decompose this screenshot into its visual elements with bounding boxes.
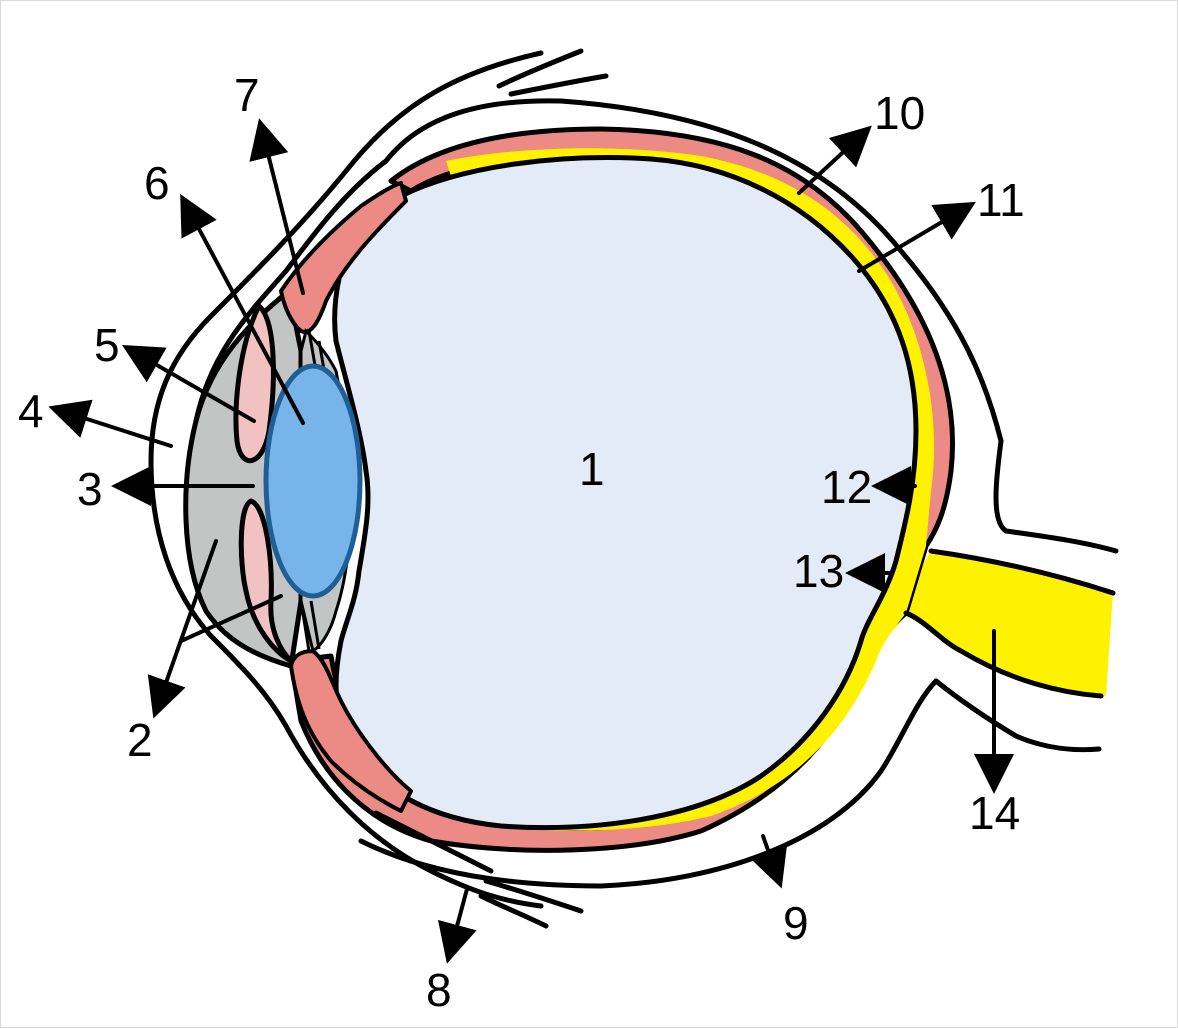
leader-11 bbox=[857, 201, 976, 273]
cornea-inner-line bbox=[193, 158, 389, 424]
leader-4 bbox=[48, 399, 173, 448]
label-2: 2 bbox=[127, 714, 153, 766]
leader-5 bbox=[122, 345, 256, 423]
leader-lines bbox=[48, 118, 1014, 964]
label-10: 10 bbox=[874, 87, 925, 139]
label-6: 6 bbox=[144, 157, 170, 209]
optic-nerve-outline-top bbox=[928, 548, 1116, 596]
eyelid-line-bottom-2 bbox=[483, 878, 584, 914]
sheath-upper-line bbox=[993, 438, 1119, 554]
sclera-lower-line bbox=[358, 678, 939, 889]
label-5: 5 bbox=[94, 319, 120, 371]
optic-nerve bbox=[871, 551, 1113, 696]
leader-10 bbox=[797, 125, 872, 195]
label-13: 13 bbox=[793, 545, 844, 597]
cornea-outer-line bbox=[148, 50, 544, 909]
leader-8 bbox=[437, 887, 477, 964]
eyelid-line-top-1 bbox=[496, 48, 584, 89]
leader-2 bbox=[147, 539, 218, 719]
iris-lower bbox=[238, 498, 293, 664]
label-12: 12 bbox=[821, 461, 872, 513]
label-4: 4 bbox=[18, 385, 44, 437]
label-11: 11 bbox=[977, 174, 1025, 226]
leader-2b bbox=[179, 594, 283, 643]
eyelid-line-bottom-1 bbox=[373, 810, 494, 874]
label-3: 3 bbox=[77, 463, 103, 515]
lens bbox=[263, 363, 363, 599]
label-7: 7 bbox=[234, 69, 260, 121]
ciliary-body-upper bbox=[279, 181, 408, 334]
leader-7 bbox=[249, 118, 305, 295]
label-9: 9 bbox=[783, 897, 809, 949]
leader-6 bbox=[180, 193, 305, 425]
sheath-lower-line bbox=[933, 678, 1102, 753]
eyelid-line-bottom-3 bbox=[478, 893, 549, 929]
label-1: 1 bbox=[579, 443, 605, 495]
iris-upper bbox=[233, 301, 276, 464]
label-8: 8 bbox=[426, 964, 452, 1016]
label-14: 14 bbox=[969, 787, 1020, 839]
optic-nerve-outline-bottom bbox=[903, 610, 1104, 699]
sclera-outer-line bbox=[383, 98, 1004, 444]
vitreous-body bbox=[332, 155, 919, 830]
leader-9 bbox=[749, 834, 788, 889]
eyelid-line-top-2 bbox=[508, 73, 609, 97]
